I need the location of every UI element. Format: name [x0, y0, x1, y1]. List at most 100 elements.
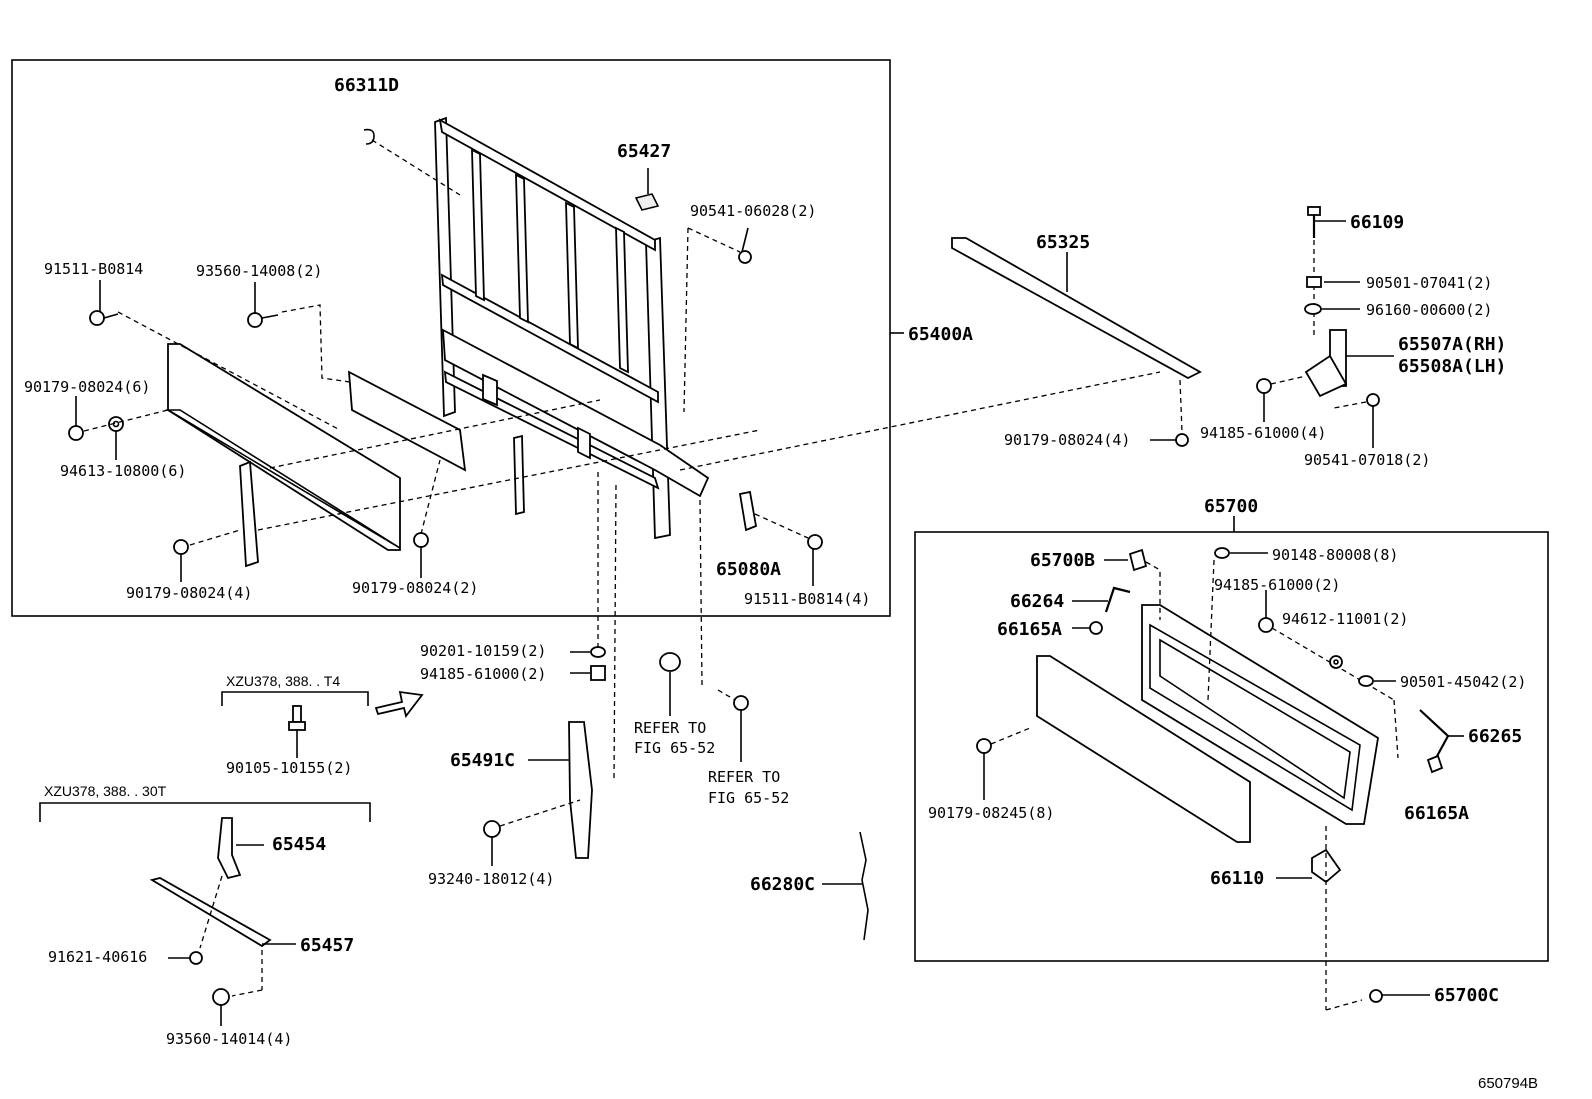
clip-66311D — [363, 128, 375, 145]
label-66165A-a: 66165A — [997, 619, 1062, 640]
label-90541-06028: 90541-06028(2) — [690, 202, 816, 220]
handle-66264 — [1104, 586, 1131, 613]
label-94185-61000-4: 94185-61000(4) — [1200, 424, 1326, 442]
chain-66280C — [859, 831, 869, 941]
tailgate-frame — [1141, 604, 1379, 825]
side-panel-left — [167, 343, 401, 551]
pad-65427 — [634, 193, 660, 211]
cap-66165A-a — [1089, 621, 1103, 635]
group-box-65400A — [11, 59, 891, 617]
label-65427: 65427 — [617, 141, 671, 162]
label-65454: 65454 — [272, 834, 326, 855]
label-66264: 66264 — [1010, 591, 1064, 612]
nut-90179-08024-4a — [173, 539, 189, 555]
label-65508A: 65508A(LH) — [1398, 356, 1506, 377]
label-66311D: 66311D — [334, 75, 399, 96]
label-94185-61000-2b: 94185-61000(2) — [1214, 576, 1340, 594]
bracket-65454 — [217, 817, 242, 880]
post-center — [513, 434, 525, 516]
label-91511-B0814-4: 91511-B0814(4) — [744, 590, 870, 608]
label-66110: 66110 — [1210, 868, 1264, 889]
label-65700B: 65700B — [1030, 550, 1095, 571]
label-94185-61000-2a: 94185-61000(2) — [420, 665, 546, 683]
label-90541-07018: 90541-07018(2) — [1304, 451, 1430, 469]
bolt-90541-07018 — [1366, 393, 1380, 407]
label-66109: 66109 — [1350, 212, 1404, 233]
label-65491C: 65491C — [450, 750, 515, 771]
latch-65080A — [738, 490, 758, 532]
hinge-65507A — [1304, 329, 1348, 398]
label-refer-2a: REFER TO — [708, 768, 780, 786]
rail-65325 — [951, 237, 1202, 380]
label-93560-14008: 93560-14008(2) — [196, 262, 322, 280]
label-90179-08024-2: 90179-08024(2) — [352, 579, 478, 597]
label-90501-07041: 90501-07041(2) — [1366, 274, 1492, 292]
label-90179-08245: 90179-08245(8) — [928, 804, 1054, 822]
bolt-90148-80008 — [1214, 547, 1230, 559]
washer-94612-11001 — [1329, 655, 1343, 669]
label-variant-2: XZU378, 388. . 30T — [44, 783, 167, 799]
label-90148-80008: 90148-80008(8) — [1272, 546, 1398, 564]
figure-code: 650794B — [1478, 1075, 1538, 1092]
group-box-65700 — [914, 531, 1549, 962]
tailgate-panel — [1036, 655, 1251, 843]
label-65457: 65457 — [300, 935, 354, 956]
clip-96160-00600 — [1304, 303, 1322, 315]
nut-90179-08024-6 — [68, 425, 84, 441]
label-91511-B0814: 91511-B0814 — [44, 260, 143, 278]
rod-66265 — [1419, 709, 1450, 759]
label-93560-14014: 93560-14014(4) — [166, 1030, 292, 1048]
bolt-66109 — [1307, 206, 1321, 238]
label-90179-08024-4b: 90179-08024(4) — [1004, 431, 1130, 449]
label-94613-10800: 94613-10800(6) — [60, 462, 186, 480]
bolt-91511-B0814 — [89, 310, 119, 326]
label-90179-08024-6: 90179-08024(6) — [24, 378, 150, 396]
spacer-left — [659, 652, 681, 672]
headboard-frame — [434, 116, 710, 540]
nut-94185-61000-2a — [590, 665, 606, 681]
bolt-90105-10155 — [288, 705, 306, 731]
label-65700: 65700 — [1204, 496, 1258, 517]
label-refer-2b: FIG 65-52 — [708, 789, 789, 807]
label-variant-1: XZU378, 388. . T4 — [226, 673, 340, 689]
nut-94185-61000-4 — [1256, 378, 1272, 394]
label-90501-45042: 90501-45042(2) — [1400, 673, 1526, 691]
label-66280C: 66280C — [750, 874, 815, 895]
label-94612-11001: 94612-11001(2) — [1282, 610, 1408, 628]
bolt-93560-14008 — [247, 312, 279, 328]
label-66165A-b: 66165A — [1404, 803, 1469, 824]
nut-90179-08024-2 — [413, 532, 429, 548]
bracket-65491C — [568, 721, 593, 859]
label-90201-10159: 90201-10159(2) — [420, 642, 546, 660]
label-65700C: 65700C — [1434, 985, 1499, 1006]
label-66265: 66265 — [1468, 726, 1522, 747]
nut-90501-07041 — [1306, 276, 1322, 288]
label-65325: 65325 — [1036, 232, 1090, 253]
inner-bracket-plate — [347, 370, 467, 472]
bolt-91621-40616 — [189, 951, 203, 965]
post-left — [239, 460, 259, 568]
variant-bracket-1 — [221, 691, 369, 706]
spring-90501-45042 — [1358, 675, 1374, 687]
label-refer-1a: REFER TO — [634, 719, 706, 737]
label-96160-00600: 96160-00600(2) — [1366, 301, 1492, 319]
bolt-93240-18012 — [483, 820, 501, 838]
nut-90179-08245 — [976, 738, 992, 754]
nut-94185-61000-2b — [1258, 617, 1274, 633]
label-90179-08024-4a: 90179-08024(4) — [126, 584, 252, 602]
nut-90179-08024-4b — [1175, 433, 1189, 447]
bolt-65700C — [1369, 989, 1383, 1003]
hinge-65700B — [1128, 548, 1148, 572]
bolt-91511-B0814-4 — [807, 534, 823, 550]
label-90105-10155: 90105-10155(2) — [226, 759, 352, 777]
bolt-90541-06028 — [738, 227, 752, 264]
bolt-93560-14014 — [212, 988, 230, 1006]
label-93240-18012: 93240-18012(4) — [428, 870, 554, 888]
label-91621-40616: 91621-40616 — [48, 948, 147, 966]
variant-bracket-2 — [39, 802, 371, 822]
label-65400A: 65400A — [908, 324, 973, 345]
arrow-indicator — [374, 690, 424, 719]
bolt-right — [733, 695, 749, 711]
label-65507A: 65507A(RH) — [1398, 334, 1506, 355]
